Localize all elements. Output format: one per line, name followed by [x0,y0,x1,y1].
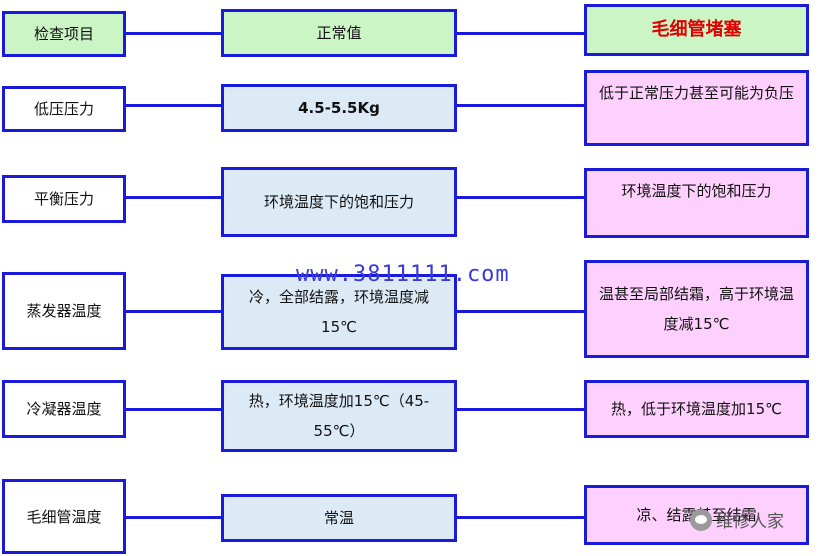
row4-item: 冷凝器温度 [2,380,126,438]
row1-fault: 低于正常压力甚至可能为负压 [584,70,809,146]
header-check-item: 检查项目 [2,11,126,57]
row2-fault: 环境温度下的饱和压力 [584,168,809,238]
row3-item: 蒸发器温度 [2,272,126,350]
connector-row2-right [455,196,585,199]
header-capillary-blockage: 毛细管堵塞 [584,4,809,56]
connector-row5-right [455,516,585,519]
connector-row4-left [124,408,222,411]
connector-row5-left [124,516,222,519]
connector-row1-right [455,104,585,107]
connector-row1-left [124,104,222,107]
connector-header-left [124,32,222,35]
row1-normal: 4.5-5.5Kg [221,84,457,132]
wechat-label-text: 维修人家 [716,512,784,532]
connector-row3-left [124,310,222,313]
row3-normal: 冷，全部结露，环境温度减15℃ [221,274,457,350]
row3-fault: 温甚至局部结霜，高于环境温度减15℃ [584,260,809,358]
row2-item: 平衡压力 [2,175,126,223]
row1-item: 低压压力 [2,86,126,132]
header-normal-value: 正常值 [221,9,457,57]
wechat-label: 维修人家 [690,507,784,532]
row5-item: 毛细管温度 [2,479,126,554]
connector-row3-right [455,310,585,313]
row4-normal: 热，环境温度加15℃（45-55℃） [221,380,457,452]
watermark-url: www.3811111.com [296,262,510,287]
wechat-icon [690,508,712,531]
row4-fault: 热，低于环境温度加15℃ [584,380,809,438]
row5-normal: 常温 [221,494,457,542]
connector-row2-left [124,196,222,199]
connector-row4-right [455,408,585,411]
connector-header-right [455,32,585,35]
row2-normal: 环境温度下的饱和压力 [221,167,457,237]
